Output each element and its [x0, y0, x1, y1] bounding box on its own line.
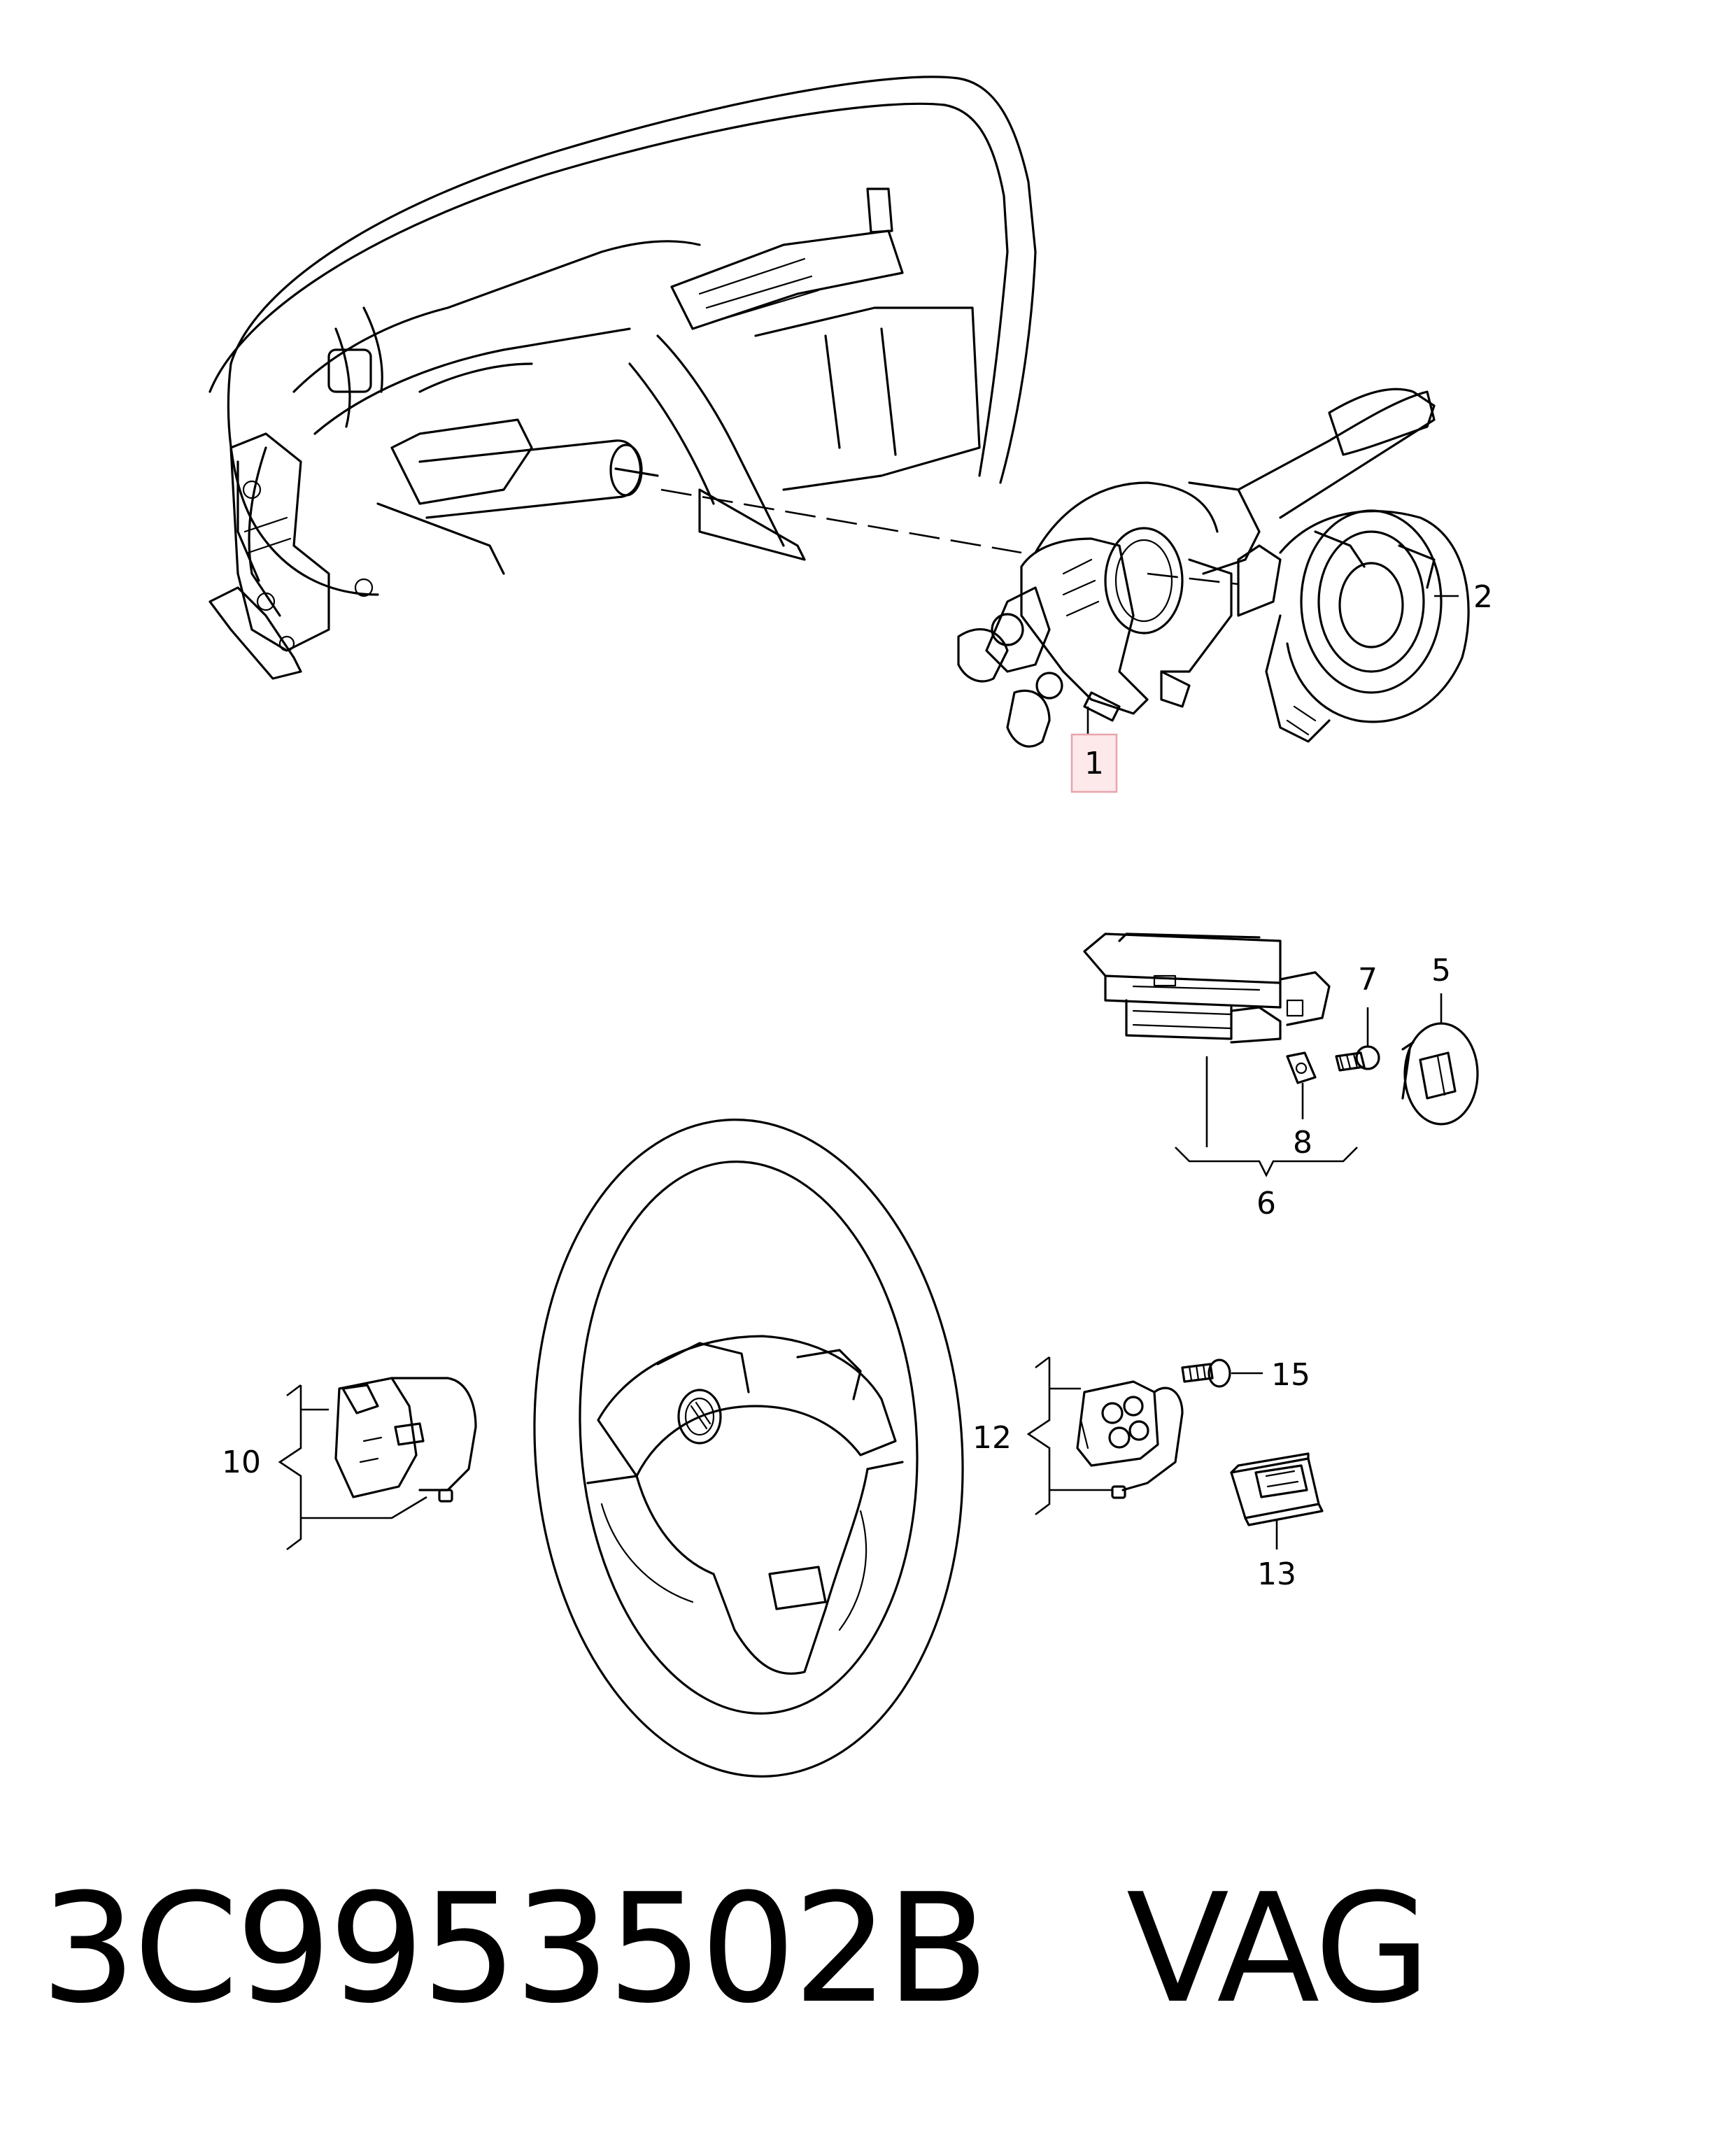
callout-1-highlight [1070, 733, 1118, 793]
callout-15-label: 15 [1271, 1357, 1310, 1393]
clock-spring-drawing [1147, 509, 1470, 743]
callout-10-label: 10 [222, 1445, 261, 1480]
switch-drawing [1230, 1452, 1324, 1526]
callout-12-bracket [1026, 1356, 1112, 1516]
combination-switch-drawing [957, 388, 1436, 748]
callout-5-label: 5 [1431, 953, 1451, 988]
parts-diagram: 1 2 6 8 7 [208, 76, 1493, 1778]
callout-6-label: 6 [1256, 1186, 1276, 1221]
small-screw-drawing [1181, 1359, 1231, 1388]
part-number: 3C9953502B [41, 1860, 989, 2036]
clip-nut-drawing [1286, 1051, 1317, 1084]
screw-drawing [1335, 1045, 1380, 1072]
callout-13-label: 13 [1257, 1556, 1296, 1592]
callout-2-label: 2 [1473, 579, 1493, 615]
footer: 3C9953502B VAG [41, 1857, 1692, 2039]
dashboard-frame-drawing [208, 76, 1037, 680]
control-unit-drawing [1083, 932, 1331, 1044]
callout-6-bracket [1175, 1056, 1358, 1177]
cover-drawing [1401, 1022, 1479, 1126]
right-button-drawing [1076, 1380, 1184, 1499]
brand-name: VAG [1126, 1860, 1431, 2036]
callout-7-label: 7 [1358, 962, 1378, 998]
callout-8-label: 8 [1293, 1125, 1312, 1161]
callout-12-label: 12 [972, 1420, 1012, 1456]
callout-10-bracket [278, 1384, 427, 1551]
callout-1-label: 1 [1084, 746, 1104, 781]
steering-wheel-drawing [533, 1119, 964, 1778]
left-button-drawing [334, 1377, 477, 1503]
assembly-dashed-line [660, 488, 1022, 554]
